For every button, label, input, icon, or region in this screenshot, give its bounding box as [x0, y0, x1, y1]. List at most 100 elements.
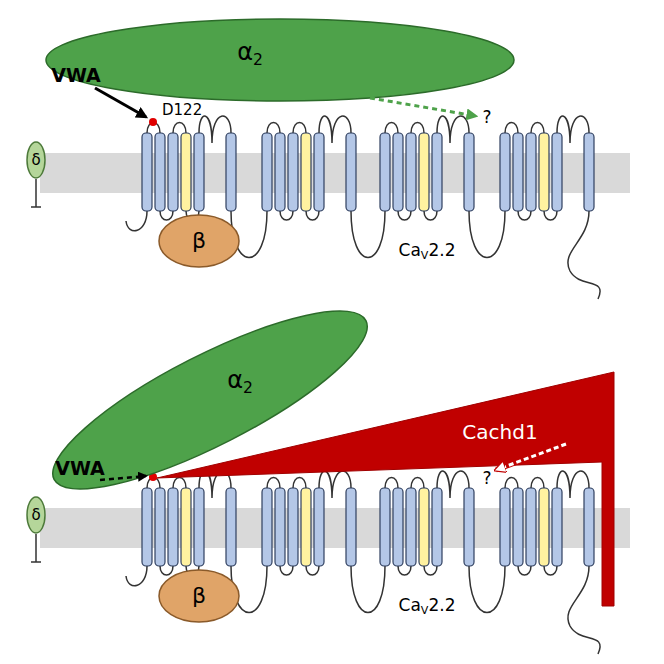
transmembrane-helix — [552, 133, 562, 211]
transmembrane-helix — [513, 133, 523, 211]
text-part: D122 — [162, 101, 202, 119]
transmembrane-helix — [406, 133, 416, 211]
text-part: VWA — [55, 457, 105, 479]
transmembrane-helix — [155, 488, 165, 566]
node-outline — [159, 570, 239, 622]
channel-loop — [518, 566, 531, 575]
transmembrane-helix — [500, 488, 510, 566]
transmembrane-helix — [419, 133, 429, 211]
transmembrane-helix — [288, 488, 298, 566]
unknown-interaction-arrow — [370, 98, 476, 116]
gpi-anchor — [31, 534, 41, 562]
transmembrane-helix — [275, 488, 285, 566]
alpha2-subunit: α2VWA — [45, 18, 515, 102]
node-outline — [159, 215, 239, 267]
channel-label: CaV2.2 — [399, 597, 456, 614]
transmembrane-helix — [346, 133, 356, 211]
node-outline — [34, 280, 387, 519]
channel-loop — [385, 478, 398, 489]
text-part: α — [237, 38, 253, 66]
text-part: β — [192, 228, 206, 253]
channel-loop — [351, 211, 385, 258]
transmembrane-helix — [346, 488, 356, 566]
transmembrane-helix — [406, 488, 416, 566]
text-part: 2 — [253, 51, 263, 69]
question-mark: ? — [482, 470, 491, 487]
channel-loop — [267, 123, 280, 134]
node-text: Cachd1 — [462, 422, 537, 442]
text-part: δ — [31, 151, 40, 169]
transmembrane-helix — [142, 133, 152, 211]
transmembrane-helix — [526, 488, 536, 566]
transmembrane-helix — [314, 488, 324, 566]
transmembrane-helix — [526, 133, 536, 211]
channel-loop — [306, 211, 319, 220]
transmembrane-helix — [513, 488, 523, 566]
channel-loop — [424, 211, 437, 220]
transmembrane-helix — [500, 133, 510, 211]
text-part: V — [421, 604, 429, 617]
channel-loop — [173, 123, 186, 134]
residue-label: D122 — [162, 103, 202, 118]
delta-subunit: δ — [26, 141, 46, 179]
transmembrane-helix — [194, 488, 204, 566]
transmembrane-helix — [552, 488, 562, 566]
text-part: V — [421, 249, 429, 262]
channel-loop — [544, 211, 557, 220]
node-text: α2 — [237, 40, 263, 64]
text-part: δ — [31, 506, 40, 524]
transmembrane-helix — [168, 133, 178, 211]
cav-channel — [40, 471, 630, 654]
channel-loop — [398, 566, 411, 575]
transmembrane-helix — [393, 488, 403, 566]
transmembrane-helix — [226, 488, 236, 566]
channel-loop — [411, 478, 424, 489]
channel-loop — [505, 478, 518, 489]
channel-loop — [568, 566, 600, 654]
delta-subunit: δ — [26, 496, 46, 534]
transmembrane-helix — [380, 488, 390, 566]
channel-loop — [424, 566, 437, 575]
transmembrane-helix — [194, 133, 204, 211]
channel-loop — [280, 211, 293, 220]
node-outline — [27, 142, 45, 178]
text-part: β — [192, 583, 206, 608]
channel-loop — [469, 211, 505, 258]
channel-loop — [160, 566, 173, 575]
beta-subunit: β — [158, 214, 240, 268]
cav-channel — [40, 116, 630, 299]
transmembrane-helix — [181, 133, 191, 211]
channel-loop — [280, 566, 293, 575]
node-text: VWA — [55, 459, 105, 478]
residue-dot — [149, 118, 157, 126]
transmembrane-helix — [419, 488, 429, 566]
transmembrane-helix — [539, 488, 549, 566]
channel-loop — [518, 211, 531, 220]
transmembrane-helix — [584, 488, 594, 566]
text-part: 2.2 — [428, 595, 455, 615]
channel-loop — [267, 478, 280, 489]
channel-loop — [568, 211, 600, 299]
transmembrane-helix — [432, 488, 442, 566]
node-text: δ — [31, 508, 40, 523]
text-part: 2 — [243, 379, 253, 397]
channel-loop — [173, 478, 186, 489]
node-text: δ — [31, 153, 40, 168]
alpha2-subunit: α2VWA — [53, 311, 367, 489]
channel-loop — [293, 123, 306, 134]
gpi-anchor — [31, 179, 41, 207]
transmembrane-helix — [314, 133, 324, 211]
transmembrane-helix — [262, 488, 272, 566]
channel-loop — [351, 566, 385, 613]
text-part: VWA — [51, 64, 101, 86]
channel-loop — [398, 211, 411, 220]
transmembrane-helix — [301, 133, 311, 211]
transmembrane-helix — [288, 133, 298, 211]
node-outline — [157, 372, 614, 606]
transmembrane-helix — [262, 133, 272, 211]
text-part: ? — [482, 107, 491, 127]
transmembrane-helix — [168, 488, 178, 566]
channel-loop — [531, 478, 544, 489]
text-part: Cachd1 — [462, 420, 537, 444]
channel-loop — [126, 211, 147, 231]
